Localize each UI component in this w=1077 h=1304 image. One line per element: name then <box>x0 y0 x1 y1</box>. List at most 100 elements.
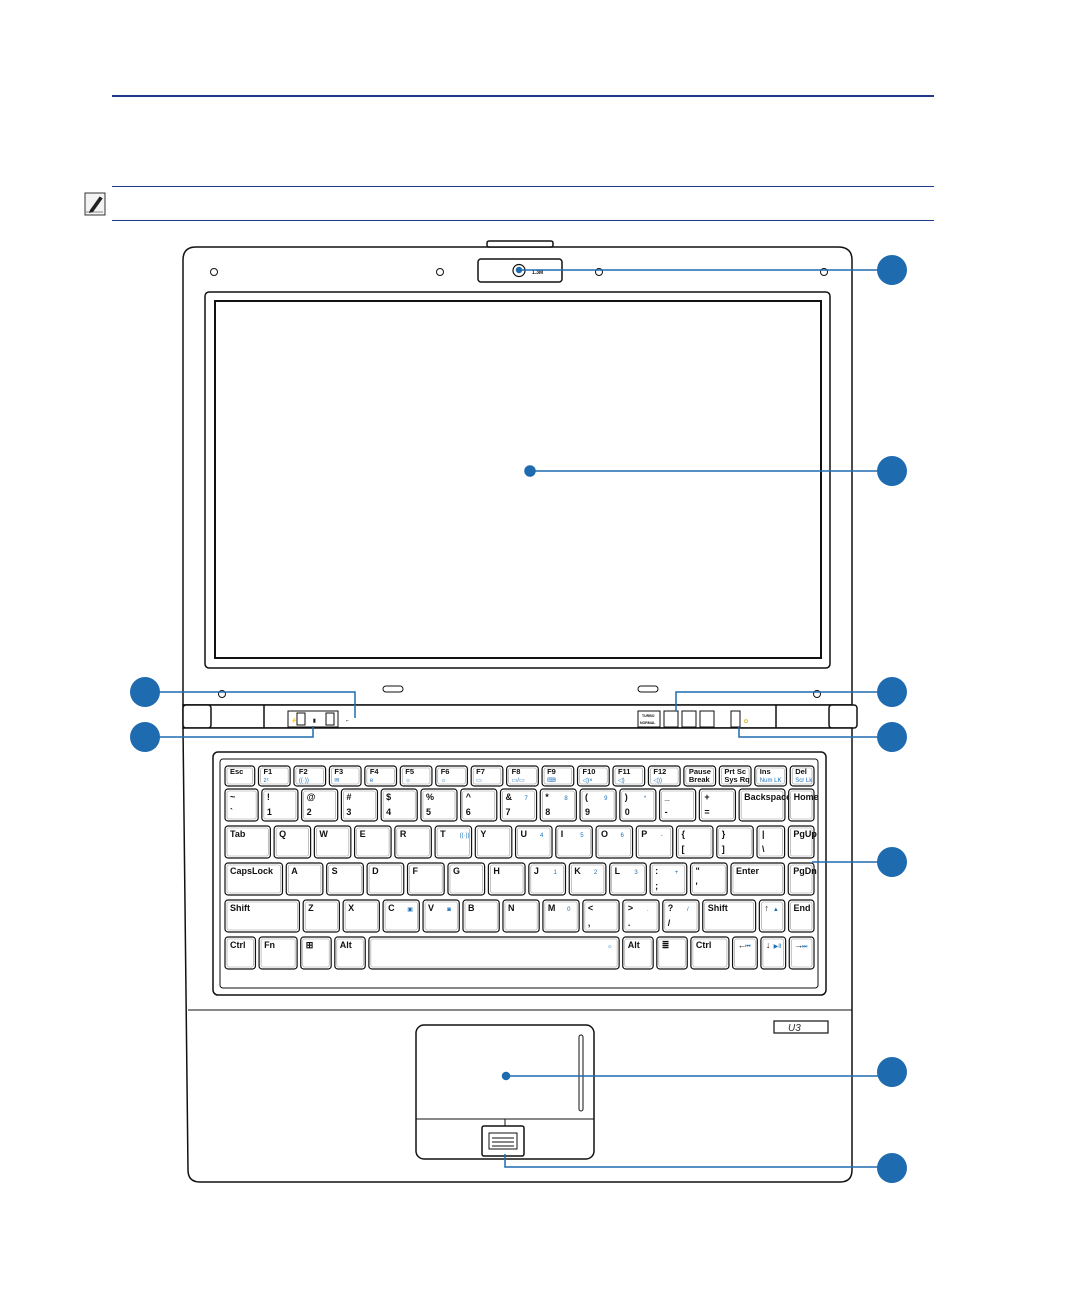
key[interactable]: D <box>366 862 405 896</box>
scroll-strip[interactable] <box>578 1034 584 1112</box>
key-cap[interactable] <box>730 862 786 896</box>
key-cap[interactable] <box>257 765 291 787</box>
key[interactable]: Enter <box>730 862 786 896</box>
key-cap[interactable] <box>595 825 634 859</box>
key[interactable]: ←⏮ <box>731 936 758 970</box>
key[interactable]: Q <box>273 825 312 859</box>
key-cap[interactable] <box>754 765 788 787</box>
key[interactable]: |\ <box>756 825 786 859</box>
key[interactable]: N <box>502 899 540 933</box>
key[interactable]: F8▭/▭ <box>506 765 539 787</box>
key-cap[interactable] <box>380 788 418 822</box>
key[interactable]: F3✉ <box>328 765 362 787</box>
key-cap[interactable] <box>224 788 259 822</box>
key-cap[interactable] <box>506 765 539 787</box>
key-cap[interactable] <box>647 765 681 787</box>
key-cap[interactable] <box>399 765 433 787</box>
key-cap[interactable] <box>716 825 754 859</box>
key[interactable]: Z <box>302 899 340 933</box>
key-cap[interactable] <box>702 899 757 933</box>
key[interactable]: W <box>313 825 352 859</box>
key[interactable]: CapsLock <box>224 862 284 896</box>
key[interactable]: Shift <box>702 899 757 933</box>
key-cap[interactable] <box>675 825 714 859</box>
key-cap[interactable] <box>649 862 688 896</box>
key[interactable]: )0* <box>619 788 657 822</box>
key-cap[interactable] <box>788 936 815 970</box>
key[interactable]: X <box>342 899 380 933</box>
key-cap[interactable] <box>353 825 392 859</box>
key[interactable]: @2 <box>301 788 339 822</box>
key[interactable]: *88 <box>539 788 577 822</box>
key-cap[interactable] <box>394 825 432 859</box>
key-cap[interactable] <box>293 765 327 787</box>
key-cap[interactable] <box>368 936 620 970</box>
key[interactable]: F5☼ <box>399 765 433 787</box>
key-cap[interactable] <box>787 825 815 859</box>
key[interactable]: F4e <box>364 765 398 787</box>
key-cap[interactable] <box>261 788 299 822</box>
key[interactable]: !1 <box>261 788 299 822</box>
key[interactable]: ☼ <box>368 936 620 970</box>
key[interactable]: Ctrl <box>224 936 257 970</box>
key-cap[interactable] <box>382 899 420 933</box>
key-cap[interactable] <box>758 899 786 933</box>
key[interactable]: Tab <box>224 825 271 859</box>
key-cap[interactable] <box>542 899 580 933</box>
key[interactable]: F11◁) <box>612 765 646 787</box>
key[interactable]: ⊞ <box>300 936 332 970</box>
key-cap[interactable] <box>619 788 657 822</box>
key-cap[interactable] <box>787 899 815 933</box>
key[interactable]: H <box>487 862 526 896</box>
key-cap[interactable] <box>787 862 815 896</box>
key-cap[interactable] <box>622 936 654 970</box>
key-cap[interactable] <box>340 788 379 822</box>
key[interactable]: S <box>326 862 364 896</box>
key[interactable]: Shift <box>224 899 301 933</box>
key-cap[interactable] <box>273 825 312 859</box>
key[interactable]: Esc <box>224 765 256 787</box>
key-cap[interactable] <box>576 765 610 787</box>
key[interactable]: PgUp <box>787 825 817 859</box>
key-cap[interactable] <box>406 862 445 896</box>
key-cap[interactable] <box>224 899 301 933</box>
key-cap[interactable] <box>612 765 646 787</box>
key[interactable]: PgDn <box>787 862 817 896</box>
key[interactable]: Backspace <box>738 788 791 822</box>
key-cap[interactable] <box>683 765 717 787</box>
key-cap[interactable] <box>568 862 607 896</box>
key[interactable]: F2((·)) <box>293 765 327 787</box>
key-cap[interactable] <box>326 862 364 896</box>
key[interactable]: Y <box>474 825 513 859</box>
key[interactable]: F6☼ <box>435 765 469 787</box>
key[interactable]: E <box>353 825 392 859</box>
key-cap[interactable] <box>328 765 362 787</box>
key[interactable]: V◙ <box>422 899 460 933</box>
key[interactable]: B <box>462 899 500 933</box>
key[interactable]: >.. <box>622 899 660 933</box>
key-cap[interactable] <box>756 825 786 859</box>
key[interactable]: }] <box>716 825 754 859</box>
key-cap[interactable] <box>302 899 340 933</box>
key-cap[interactable] <box>528 862 567 896</box>
key-cap[interactable] <box>731 936 758 970</box>
key-cap[interactable] <box>487 862 526 896</box>
key[interactable]: ?// <box>662 899 700 933</box>
key-cap[interactable] <box>499 788 538 822</box>
key-cap[interactable] <box>502 899 540 933</box>
key[interactable]: ↓▶II <box>760 936 787 970</box>
key-cap[interactable] <box>609 862 647 896</box>
key-cap[interactable] <box>582 899 620 933</box>
key-cap[interactable] <box>690 936 730 970</box>
key-cap[interactable] <box>447 862 486 896</box>
key[interactable]: "' <box>689 862 728 896</box>
key-cap[interactable] <box>474 825 513 859</box>
